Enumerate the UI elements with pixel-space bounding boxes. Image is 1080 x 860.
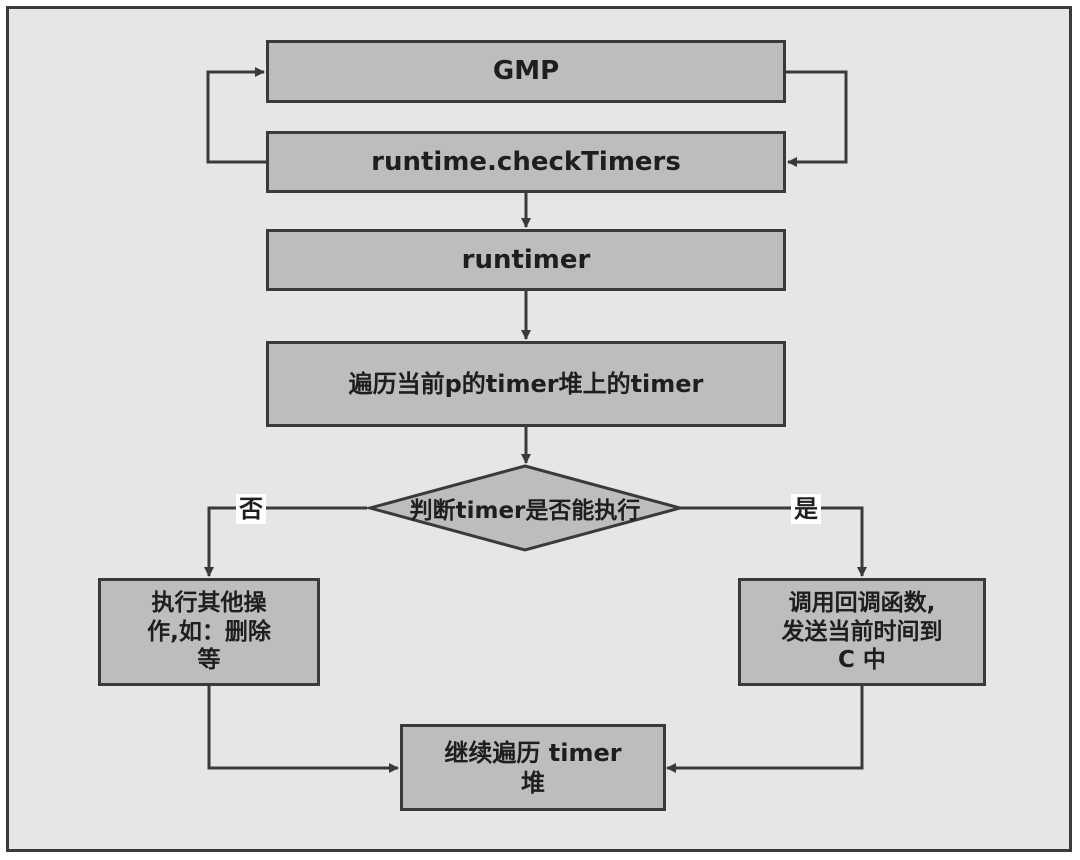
other-ops-node-label: 执行其他操 作,如：删除 等 [147,589,271,674]
callback-node-label: 调用回调函数, 发送当前时间到 C 中 [781,589,943,674]
edge-other-to-continue [207,685,399,773]
check-timers-node-label: runtime.checkTimers [371,146,681,177]
check-timers-node: runtime.checkTimers [266,131,786,193]
runtimer-node-label: runtimer [461,244,591,275]
traverse-node: 遍历当前p的timer堆上的timer [266,341,786,427]
edge-gmp-to-checktimers [785,70,848,167]
decision-diamond [364,464,686,552]
edge-decision-to-callback [680,506,867,577]
continue-node-label: 继续遍历 timer 堆 [444,738,622,797]
traverse-node-label: 遍历当前p的timer堆上的timer [348,370,704,398]
gmp-node: GMP [266,40,786,103]
edge-decision-to-other [204,506,367,577]
callback-node: 调用回调函数, 发送当前时间到 C 中 [738,578,986,686]
branch-yes-label: 是 [791,494,821,524]
decision-label: 判断timer是否能执行 [409,498,641,524]
other-ops-node: 执行其他操 作,如：删除 等 [98,578,320,686]
edge-checktimers-to-gmp [206,67,267,164]
runtimer-node: runtimer [266,229,786,291]
edge-callback-to-continue [666,685,864,773]
gmp-node-label: GMP [492,56,560,87]
branch-no-label: 否 [236,494,266,524]
continue-node: 继续遍历 timer 堆 [400,724,666,811]
